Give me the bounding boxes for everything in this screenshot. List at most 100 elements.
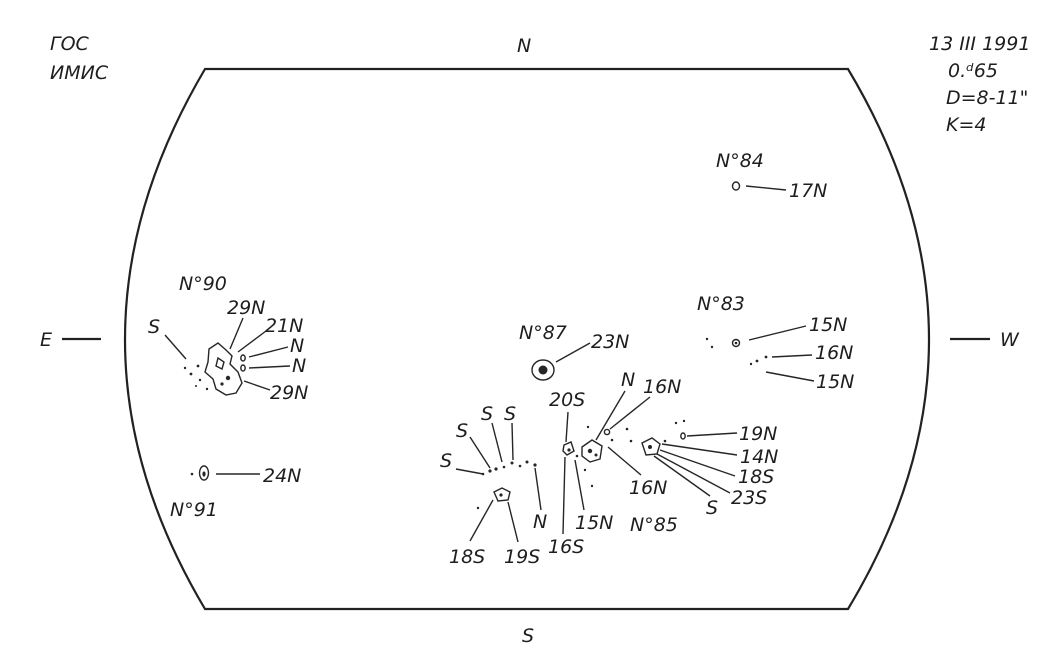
- group-85-label-15n: 15N: [575, 512, 613, 534]
- group-90-pore: [189, 372, 193, 376]
- group-85-umbra: [594, 453, 598, 457]
- group-85-pore: [610, 438, 614, 442]
- group-90-umbra: [220, 382, 224, 386]
- group-85-pore: [590, 484, 594, 488]
- group-84-latitude: 17N: [789, 180, 827, 202]
- group-85-label-n-mid: N: [621, 369, 635, 391]
- direction-south: S: [522, 625, 534, 647]
- observation-time: 0.ᵈ65: [948, 60, 998, 82]
- group-85-label-23s: 23S: [731, 487, 767, 509]
- group-90-pore: [205, 387, 209, 391]
- group-85-label-s4: S: [504, 403, 516, 425]
- group-90-pore: [195, 385, 197, 387]
- group-90-label-s: S: [148, 316, 160, 338]
- group-85-label-s2: S: [456, 420, 468, 442]
- group-90-penumbra: [204, 342, 243, 396]
- group-85-leader: [511, 422, 514, 461]
- group-90-leader-n2: [248, 365, 291, 369]
- group-85-spot: [680, 432, 686, 440]
- group-85-spot-follower: [641, 437, 661, 456]
- group-90-label-21n: 21N: [265, 315, 303, 337]
- group-85-leader: [653, 455, 711, 497]
- sunspot-group-85: N°85 S S S S 18S 19S N 20S N 16N 16S 15N…: [440, 369, 778, 568]
- group-91-number: N°91: [170, 499, 218, 521]
- group-85-label-s-right: S: [706, 497, 718, 519]
- group-84-spot: [731, 181, 741, 191]
- group-91-pore: [190, 472, 194, 476]
- group-85-label-14n: 14N: [740, 446, 778, 468]
- group-90-leader-29n-top: [229, 317, 244, 350]
- sunspot-group-90: N°90 S 29N 21N N N 29N: [148, 273, 308, 404]
- group-85-leader: [609, 396, 651, 430]
- sunspot-group-91: 24N N°91: [170, 465, 301, 521]
- group-85-umbra: [499, 493, 503, 497]
- group-85-leader: [659, 449, 736, 477]
- group-85-spot-20s: [562, 441, 575, 456]
- group-85-label-16s: 16S: [548, 536, 584, 558]
- group-83-umbra: [734, 341, 738, 345]
- group-87-penumbra: [531, 359, 555, 381]
- group-90-label-n2: N: [292, 355, 306, 377]
- sunspot-group-87: N°87 23N: [519, 322, 629, 381]
- group-85-label-16n-top: 16N: [643, 376, 681, 398]
- group-85-pore: [525, 460, 529, 464]
- group-83-latitude-3: 15N: [816, 371, 854, 393]
- group-90-pore: [198, 378, 202, 382]
- group-90-leader-s: [164, 334, 187, 360]
- group-85-pore: [533, 463, 537, 467]
- group-90-umbra: [215, 356, 225, 371]
- group-85-spot-19s: [493, 487, 511, 502]
- group-83-pore: [749, 362, 753, 366]
- sunspot-group-84: N°84 17N: [716, 150, 827, 202]
- group-85-leader: [562, 456, 566, 535]
- group-90-umbra: [225, 375, 231, 381]
- group-90-spot: [240, 354, 246, 362]
- observatory-line-1: ГОС: [50, 33, 90, 55]
- group-85-pore: [488, 469, 492, 473]
- group-85-pore: [674, 421, 678, 425]
- group-90-pore: [183, 366, 187, 370]
- group-85-label-n-left: N: [533, 511, 547, 533]
- group-91-umbra: [202, 471, 206, 477]
- group-85-label-19n: 19N: [739, 423, 777, 445]
- group-91-spot: [198, 465, 210, 481]
- group-85-spot-leader: [581, 439, 603, 463]
- group-83-pore: [705, 337, 709, 341]
- solar-disk-outline: [124, 67, 930, 611]
- group-85-leader: [455, 468, 484, 475]
- group-85-pore: [583, 468, 587, 472]
- group-85-spot: [603, 428, 611, 436]
- direction-north: N: [517, 35, 531, 57]
- group-85-leader: [595, 390, 626, 441]
- observation-date: 13 III 1991: [929, 33, 1030, 55]
- direction-east: E: [40, 329, 52, 351]
- group-85-leader: [534, 467, 542, 511]
- group-84-number: N°84: [716, 150, 764, 172]
- group-85-label-s1: S: [440, 450, 452, 472]
- group-85-umbra: [587, 448, 593, 454]
- sunspot-group-83: N°83 15N 16N 15N: [697, 293, 854, 393]
- group-83-pore: [755, 359, 759, 363]
- seeing-quality: K=4: [946, 114, 986, 136]
- group-85-pore: [502, 465, 506, 469]
- group-85-pore: [629, 439, 633, 443]
- group-85-umbra: [648, 445, 652, 449]
- group-87-latitude: 23N: [591, 331, 629, 353]
- direction-west: W: [1000, 329, 1020, 351]
- group-90-leader-n1: [248, 346, 289, 358]
- group-90-pore: [196, 364, 200, 368]
- group-84-leader: [745, 185, 787, 191]
- group-85-number: N°85: [630, 514, 678, 536]
- group-85-umbra: [567, 448, 571, 452]
- group-85-label-20s: 20S: [549, 389, 585, 411]
- group-90-number: N°90: [179, 273, 227, 295]
- group-85-label-18s: 18S: [738, 466, 774, 488]
- group-87-number: N°87: [519, 322, 567, 344]
- group-85-label-16n-bottom: 16N: [629, 477, 667, 499]
- group-85-pore: [575, 454, 579, 458]
- disk-diameter: D=8-11": [946, 87, 1028, 109]
- group-83-leader-3: [765, 371, 815, 382]
- group-85-leader: [574, 459, 585, 511]
- group-85-pore: [663, 439, 667, 443]
